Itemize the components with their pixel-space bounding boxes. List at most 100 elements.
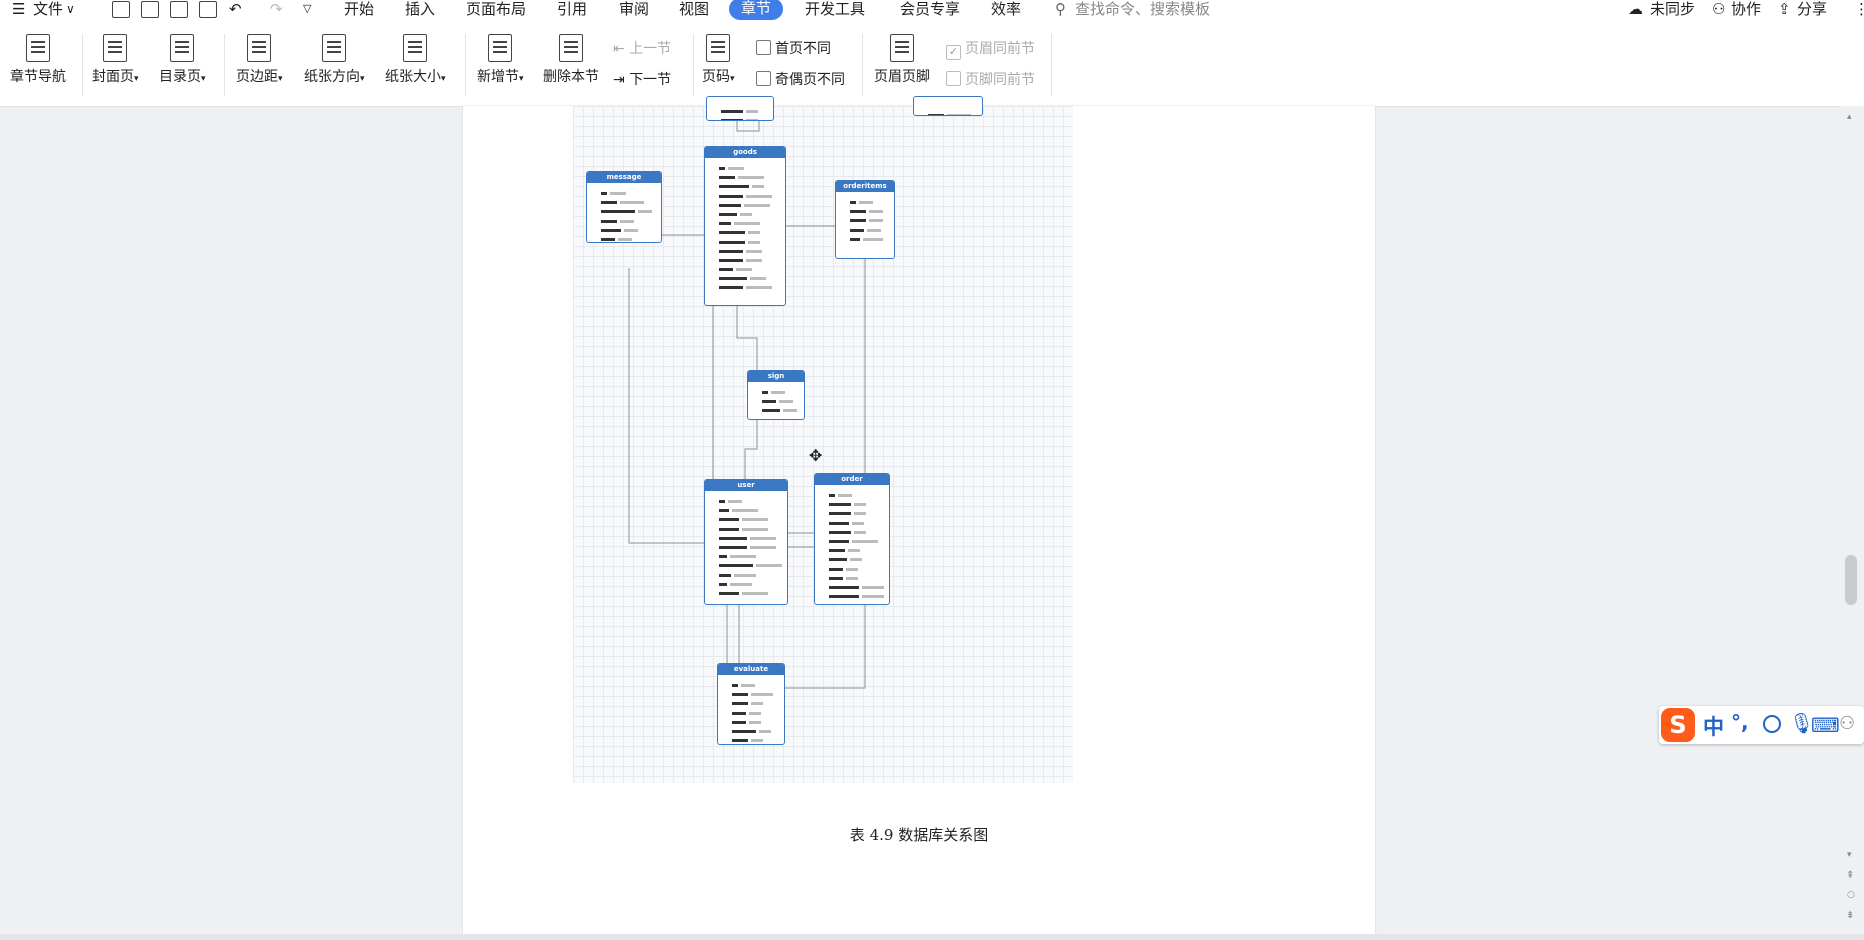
scrollbar-thumb[interactable] — [1845, 555, 1857, 605]
chevron-down-icon[interactable]: ∨ — [66, 2, 75, 16]
print-icon[interactable] — [170, 1, 188, 18]
ime-punctuation-toggle[interactable]: °, — [1731, 710, 1749, 734]
table-name: user — [705, 480, 787, 491]
collaborate-button[interactable]: 协作 — [1731, 0, 1762, 18]
tab-review[interactable]: 审阅 — [619, 0, 650, 18]
db-table[interactable] — [706, 96, 774, 121]
db-table-evaluate[interactable]: evaluate — [717, 663, 785, 745]
save-icon[interactable] — [112, 1, 130, 18]
db-table-message[interactable]: message — [586, 171, 662, 243]
new-section-icon — [488, 34, 513, 62]
next-section-button[interactable]: ⇥ 下一节 — [613, 72, 672, 88]
divider — [862, 34, 863, 96]
new-section-button[interactable]: 新增节▾ — [477, 34, 524, 86]
move-cursor-icon: ✥ — [809, 446, 823, 465]
table-name: goods — [705, 147, 785, 158]
keyboard-icon[interactable]: ⌨ — [1811, 713, 1840, 737]
page-number-icon — [706, 34, 731, 62]
sogou-logo[interactable]: S — [1661, 708, 1695, 742]
page-number-button[interactable]: 页码▾ — [702, 34, 735, 86]
db-table[interactable] — [913, 96, 983, 116]
table-name: sign — [748, 371, 804, 382]
tab-insert[interactable]: 插入 — [405, 0, 436, 18]
first-page-different-checkbox[interactable]: 首页不同 — [756, 38, 831, 58]
divider — [224, 34, 225, 96]
relationship-lines — [628, 106, 866, 689]
document-page: goods message — [463, 96, 1375, 934]
next-section-icon: ⇥ — [613, 72, 625, 88]
cover-page-icon — [103, 34, 128, 62]
share-icon[interactable]: ⇪ — [1778, 0, 1791, 18]
delete-section-icon — [559, 34, 583, 62]
margin-button[interactable]: 页边距▾ — [236, 34, 283, 86]
divider — [82, 34, 83, 96]
figure-caption: 表 4.9 数据库关系图 — [849, 826, 989, 844]
ime-user-icon[interactable]: ⚇ — [1839, 713, 1856, 734]
hamburger-menu-icon[interactable]: ☰ — [12, 0, 26, 18]
chapter-nav-icon — [26, 34, 50, 62]
table-name: order — [815, 474, 889, 485]
search-icon[interactable]: ⚲ — [1055, 0, 1066, 18]
table-name: evaluate — [718, 664, 784, 675]
tab-developer[interactable]: 开发工具 — [805, 0, 866, 18]
search-input[interactable]: 查找命令、搜索模板 — [1075, 0, 1211, 18]
chapter-nav-button[interactable]: 章节导航 — [10, 34, 66, 86]
vertical-scrollbar[interactable]: ▴ ▾ ⇞ ○ ⇟ — [1841, 106, 1864, 934]
prev-section-button[interactable]: ⇤ 上一节 — [613, 41, 672, 57]
collaborate-icon[interactable]: ⚇ — [1712, 0, 1726, 18]
next-page-icon[interactable]: ⇟ — [1846, 910, 1855, 921]
table-name: message — [587, 172, 661, 183]
scroll-down-icon[interactable]: ▾ — [1847, 850, 1852, 860]
export-pdf-icon[interactable] — [141, 1, 159, 18]
db-table-order[interactable]: order — [814, 473, 890, 605]
share-button[interactable]: 分享 — [1797, 0, 1828, 18]
tab-member[interactable]: 会员专享 — [900, 0, 961, 18]
paper-size-button[interactable]: 纸张大小▾ — [385, 34, 446, 86]
tab-chapter[interactable]: 章节 — [729, 0, 784, 20]
more-icon[interactable]: ⋮ — [1854, 0, 1864, 18]
toc-page-icon — [170, 34, 195, 62]
database-relationship-diagram[interactable]: goods message — [573, 96, 1073, 783]
delete-section-button[interactable]: 删除本节 — [543, 34, 599, 86]
orientation-icon — [322, 34, 347, 62]
status-bar — [0, 934, 1864, 940]
db-table-user[interactable]: user — [704, 479, 788, 605]
tab-start[interactable]: 开始 — [344, 0, 375, 18]
undo-icon[interactable]: ↶ — [229, 0, 242, 18]
ribbon-toolbar: 章节导航 封面页▾ 目录页▾ 页边距▾ 纸张方向▾ 纸张大小▾ 新增节▾ 删除本… — [0, 20, 1864, 107]
prev-section-icon: ⇤ — [613, 41, 625, 57]
db-table-orderitems[interactable]: orderitems — [835, 180, 895, 259]
tab-layout[interactable]: 页面布局 — [466, 0, 527, 18]
footer-same-as-previous-checkbox[interactable]: 页脚同前节 — [946, 69, 1035, 89]
ime-toolbar[interactable]: S 中 °, 🎙 ⌨ ⚇ — [1659, 706, 1864, 744]
tab-efficiency[interactable]: 效率 — [991, 0, 1022, 18]
cloud-sync-icon[interactable]: ☁ — [1628, 0, 1643, 18]
tab-references[interactable]: 引用 — [557, 0, 588, 18]
divider — [1051, 34, 1052, 96]
db-table-goods[interactable]: goods — [704, 146, 786, 306]
margin-icon — [247, 34, 272, 62]
toc-page-button[interactable]: 目录页▾ — [159, 34, 206, 86]
odd-even-different-checkbox[interactable]: 奇偶页不同 — [756, 69, 845, 89]
prev-page-icon[interactable]: ⇞ — [1846, 870, 1855, 881]
header-same-as-previous-checkbox[interactable]: ✓页眉同前节 — [946, 38, 1035, 60]
menu-bar: ☰ 文件 ∨ ↶ ↷ ▽ 开始 插入 页面布局 引用 审阅 视图 章节 开发工具… — [0, 0, 1864, 20]
scroll-up-icon[interactable]: ▴ — [1847, 112, 1852, 122]
ime-language-toggle[interactable]: 中 — [1703, 715, 1724, 739]
table-name: orderitems — [836, 181, 894, 192]
redo-icon[interactable]: ↷ — [270, 0, 283, 18]
cover-page-button[interactable]: 封面页▾ — [92, 34, 139, 86]
sync-status[interactable]: 未同步 — [1650, 0, 1696, 18]
microphone-icon[interactable]: 🎙 — [1789, 711, 1815, 735]
select-browse-object-icon[interactable]: ○ — [1847, 890, 1855, 900]
tab-view[interactable]: 视图 — [679, 0, 710, 18]
db-table-sign[interactable]: sign — [747, 370, 805, 420]
paper-size-icon — [403, 34, 428, 62]
orientation-button[interactable]: 纸张方向▾ — [304, 34, 365, 86]
emoji-icon[interactable] — [1763, 715, 1781, 733]
file-menu[interactable]: 文件 — [33, 0, 64, 18]
divider — [693, 34, 694, 96]
customize-toolbar-icon[interactable]: ▽ — [303, 2, 312, 15]
print-preview-icon[interactable] — [199, 1, 217, 18]
header-footer-button[interactable]: 页眉页脚 — [874, 34, 930, 86]
